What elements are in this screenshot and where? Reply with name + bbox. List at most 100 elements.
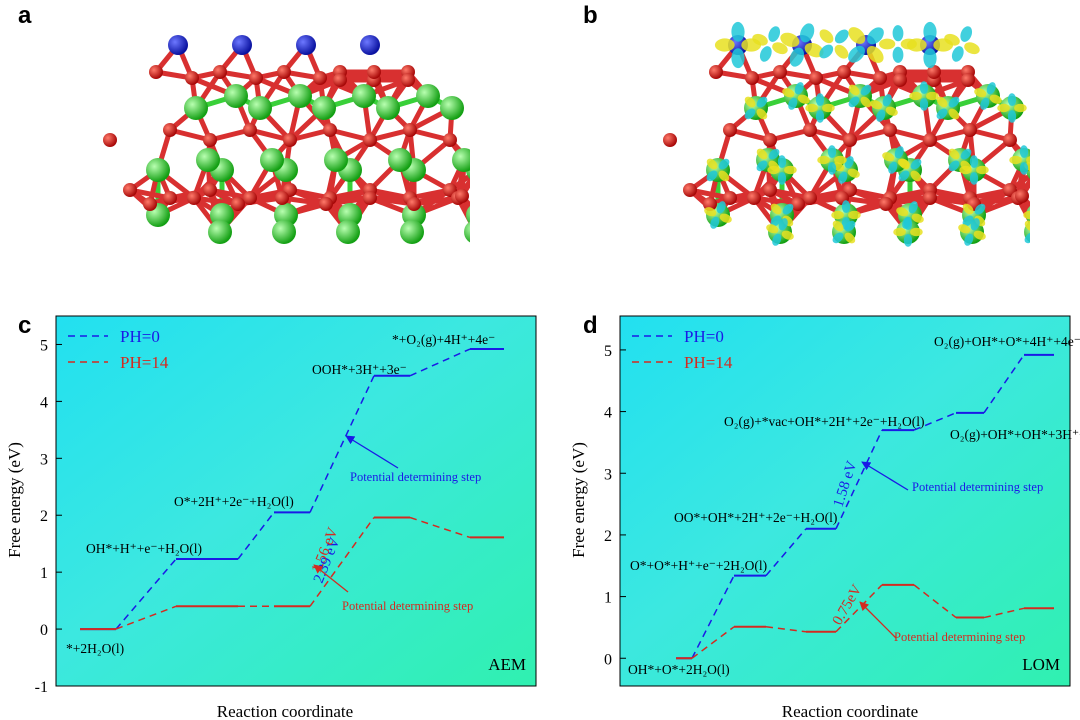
isosurface-lobe: [911, 213, 924, 223]
series-1-connector-0: [691, 626, 735, 659]
oxygen-atom: [213, 65, 227, 79]
red-pds-label: Potential determining step: [894, 630, 1025, 644]
dopant-atom: [728, 35, 748, 55]
isosurface-lobe: [822, 103, 835, 113]
metal-atom: [352, 84, 376, 108]
metal-atom: [146, 158, 170, 182]
isosurface-lobe: [893, 227, 906, 237]
isosurface-lobe: [838, 171, 848, 184]
oxygen-atom: [893, 73, 907, 87]
charge-density-isosurfaces: [704, 21, 1030, 247]
isosurface-lobe: [974, 203, 986, 215]
isosurface-lobe: [756, 160, 768, 172]
isosurface-lobe: [960, 26, 973, 42]
metal-atom: [260, 148, 284, 172]
metal-atom: [464, 221, 470, 243]
dopant-atom: [168, 35, 188, 55]
metal-atom: [1000, 96, 1024, 120]
metal-atom: [324, 148, 348, 172]
isosurface-lobe: [848, 96, 860, 108]
series-1-connector-2: [835, 584, 883, 633]
panel-label-d: d: [583, 312, 598, 339]
series-1-connector-2: [309, 517, 375, 607]
isosurface-lobe: [997, 103, 1010, 113]
isosurface-lobe: [844, 156, 854, 169]
isosurface-lobe: [744, 108, 756, 120]
isosurface-lobe: [847, 168, 860, 178]
panel-label-c: c: [18, 312, 32, 339]
isosurface-lobe: [1019, 162, 1029, 175]
isosurface-lobe: [888, 161, 898, 174]
oxygen-atom: [231, 197, 245, 211]
y-axis-label: Free energy (eV): [569, 442, 588, 558]
isosurface-lobe: [768, 148, 780, 160]
isosurface-lobe: [766, 224, 779, 234]
oxygen-atom: [745, 71, 759, 85]
bond: [279, 195, 329, 207]
oxygen-atom: [443, 133, 457, 147]
isosurface-lobe: [756, 148, 768, 160]
oxygen-atom: [709, 65, 723, 79]
bond: [839, 195, 889, 207]
state-label-2: O*+2H⁺+2e⁻+H₂O(l): [174, 494, 294, 509]
metal-atom: [208, 220, 232, 244]
y-tick-label: 4: [604, 405, 612, 422]
isosurface-lobe: [718, 170, 730, 182]
y-tick-label: 1: [604, 590, 612, 607]
isosurface-lobe: [1026, 156, 1030, 164]
isosurface-lobe: [936, 108, 948, 120]
isosurface-lobe: [1024, 232, 1030, 244]
isosurface-lobe: [827, 162, 837, 175]
isosurface-lobe: [778, 218, 788, 231]
y-tick-label: 2: [40, 508, 48, 525]
metal-atom: [184, 96, 208, 120]
y-tick-label: 2: [604, 528, 612, 545]
isosurface-lobe: [910, 170, 922, 182]
red-pds-arrow: [313, 564, 349, 593]
oxygen-atom: [723, 123, 737, 137]
oxygen-atom: [723, 191, 737, 205]
isosurface-lobe: [1007, 110, 1017, 123]
isosurface-lobe: [903, 217, 913, 230]
isosurface-lobe: [756, 96, 768, 108]
isosurface-lobe: [910, 227, 923, 237]
isosurface-lobe: [969, 172, 979, 185]
isosurface-lobe: [969, 155, 979, 168]
series-0-connector-3: [409, 348, 471, 377]
isosurface-lobe: [919, 98, 929, 111]
isosurface-lobe: [879, 38, 896, 50]
isosurface-lobe: [797, 94, 810, 104]
isosurface-lobe: [827, 145, 837, 158]
isosurface-lobe: [759, 46, 772, 62]
isosurface-lobe: [870, 100, 883, 110]
y-tick-label: 1: [40, 565, 48, 582]
isosurface-lobe: [892, 25, 904, 42]
oxygen-atom: [961, 73, 975, 87]
series: [80, 348, 504, 631]
oxygen-atom: [773, 65, 787, 79]
isosurface-lobe: [986, 82, 996, 95]
oxygen-atom: [319, 197, 333, 211]
isosurface-lobe: [770, 203, 782, 215]
isosurface-lobe: [909, 91, 922, 101]
oxygen-atom: [243, 191, 257, 205]
isosurface-lobe: [1023, 210, 1030, 220]
state-label-4: O₂(g)+OH*+OH*+3H⁺+3e⁻: [950, 427, 1080, 442]
oxygen-atom: [763, 183, 777, 197]
isosurface-lobe: [744, 96, 756, 108]
metal-atom: [224, 84, 248, 108]
oxygen-atom: [747, 191, 761, 205]
oxygen-atom: [403, 123, 417, 137]
isosurface-lobe: [973, 230, 986, 240]
oxygen-atom: [803, 191, 817, 205]
oxygen-atom: [703, 197, 717, 211]
y-tick-label: 5: [604, 343, 612, 360]
isosurface-lobe: [844, 232, 856, 244]
isosurface-lobe: [788, 97, 798, 110]
state-label-4: *+O₂(g)+4H⁺+4e⁻: [392, 332, 495, 347]
oxygen-atom: [283, 133, 297, 147]
oxygen-atom: [809, 71, 823, 85]
